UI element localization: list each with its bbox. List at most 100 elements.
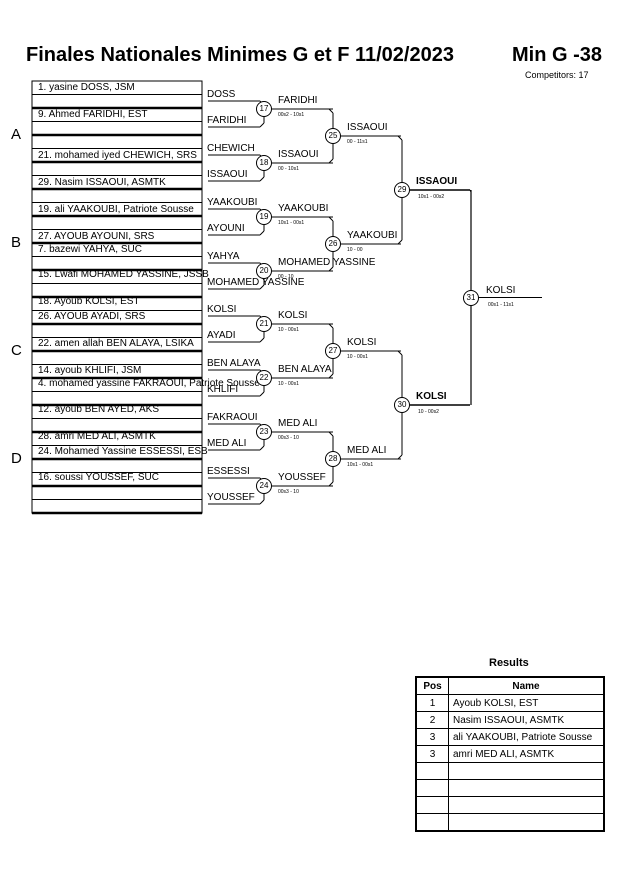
results-name: ali YAAKOUBI, Patriote Sousse [448, 728, 605, 746]
match-score: 10s1 - 00s1 [278, 220, 305, 226]
results-pos [415, 762, 449, 780]
match-number: 21 [256, 316, 272, 332]
entry-name: 27. AYOUB AYOUNI, SRS [38, 230, 155, 242]
match-score: 10 - 00s1 [347, 354, 368, 360]
match-score: 10 - 00s2 [418, 409, 439, 415]
entry-box [31, 215, 203, 230]
results-pos: 2 [415, 711, 449, 729]
bracket-line [328, 216, 334, 222]
pool-label: B [11, 234, 22, 251]
entry-box [31, 485, 203, 500]
entry-box [31, 161, 203, 176]
match-score: 10s1 - 00s2 [418, 194, 445, 200]
entry-name: 14. ayoub KHLIFI, JSM [38, 364, 142, 376]
pool-label: D [11, 450, 22, 467]
entry-box [31, 134, 203, 149]
bracket-line [328, 323, 334, 329]
opponent-top: CHEWICH [207, 143, 255, 154]
bracket-line [397, 454, 403, 460]
match-winner: YOUSSEF [278, 472, 326, 483]
opponent-bottom: AYADI [207, 330, 236, 341]
results-pos: 3 [415, 745, 449, 763]
match-number: 26 [325, 236, 341, 252]
bracket-line [397, 135, 403, 141]
entry-name: 7. bazewi YAHYA, SUC [38, 243, 142, 255]
bracket-line [328, 431, 334, 437]
bracket-line [328, 108, 334, 114]
match-winner: BEN ALAYA [278, 364, 332, 375]
match-winner: ISSAOUI [278, 149, 319, 160]
match-winner: YAAKOUBI [347, 230, 398, 241]
opponent-top: BEN ALAYA [207, 358, 261, 369]
results-title: Results [489, 657, 529, 669]
match-score: 10 - 00s1 [278, 327, 299, 333]
entry-name: 9. Ahmed FARIDHI, EST [38, 108, 148, 120]
match-winner: MOHAMED YASSINE [278, 257, 376, 268]
entry-name: 22. amen allah BEN ALAYA, LSIKA [38, 338, 194, 349]
match-score: 00 - 10s1 [278, 166, 299, 172]
bracket-line [259, 122, 265, 128]
entry-box [31, 256, 203, 271]
bracket-line [259, 176, 265, 182]
entry-name: 1. yasine DOSS, JSM [38, 81, 135, 93]
bracket-line [259, 337, 265, 343]
entry-name: 4. mohamed yassine FAKRAOUI, Patriote So… [38, 377, 260, 389]
results-pos: 3 [415, 728, 449, 746]
category-label: Min G -38 [512, 44, 603, 66]
opponent-top: FAKRAOUI [207, 412, 258, 423]
entry-name: 21. mohamed iyed CHEWICH, SRS [38, 149, 197, 161]
match-number: 29 [394, 182, 410, 198]
match-score: 10s1 - 00s1 [347, 462, 374, 468]
results-name [448, 762, 605, 780]
opponent-top: KOLSI [207, 304, 237, 315]
match-winner: FARIDHI [278, 95, 318, 106]
opponent-bottom: FARIDHI [207, 115, 247, 126]
match-winner: ISSAOUI [347, 122, 388, 133]
match-number: 27 [325, 343, 341, 359]
bracket-line [259, 391, 265, 397]
results-pos [415, 813, 449, 832]
match-score: 00 - 10 [278, 274, 294, 280]
match-number: 30 [394, 397, 410, 413]
bracket-line [328, 373, 334, 379]
match-winner: KOLSI [416, 391, 447, 402]
match-score: 00s3 - 10 [278, 435, 299, 441]
results-name: amri MED ALI, ASMTK [448, 745, 605, 763]
entry-name: 19. ali YAAKOUBI, Patriote Sousse [38, 203, 194, 215]
bracket-line [259, 284, 265, 290]
final-score: 00s1 - 11s1 [488, 301, 514, 308]
bracket-line [328, 158, 334, 164]
opponent-bottom: MOHAMED YASSINE [207, 277, 305, 288]
results-row [415, 762, 605, 780]
opponent-bottom: ISSAOUI [207, 169, 248, 180]
entry-name: 15. Lwafi MOHAMED YASSINE, JSSB [38, 269, 209, 280]
results-name: Ayoub KOLSI, EST [448, 694, 605, 712]
match-number: 25 [325, 128, 341, 144]
entry-box [31, 94, 203, 109]
opponent-bottom: MED ALI [207, 438, 247, 449]
match-winner: YAAKOUBI [278, 203, 329, 214]
entry-name: 26. AYOUB AYADI, SRS [38, 310, 146, 322]
match-number: 17 [256, 101, 272, 117]
entry-box [31, 188, 203, 203]
results-pos [415, 796, 449, 814]
bracket-line [328, 481, 334, 487]
match-number: 19 [256, 209, 272, 225]
bracket-line [328, 266, 334, 272]
entry-box [31, 121, 203, 136]
results-header-pos: Pos [415, 676, 449, 695]
match-score: 00s2 - 10s1 [278, 112, 305, 118]
match-number: 20 [256, 263, 272, 279]
entry-box [31, 458, 203, 473]
opponent-top: YAAKOUBI [207, 197, 258, 208]
entry-name: 28. amri MED ALI, ASMTK [38, 430, 156, 442]
bracket-line [259, 499, 265, 505]
match-number: 18 [256, 155, 272, 171]
match-number: 22 [256, 370, 272, 386]
match-winner: ISSAOUI [416, 176, 458, 187]
match-winner: KOLSI [347, 337, 377, 348]
